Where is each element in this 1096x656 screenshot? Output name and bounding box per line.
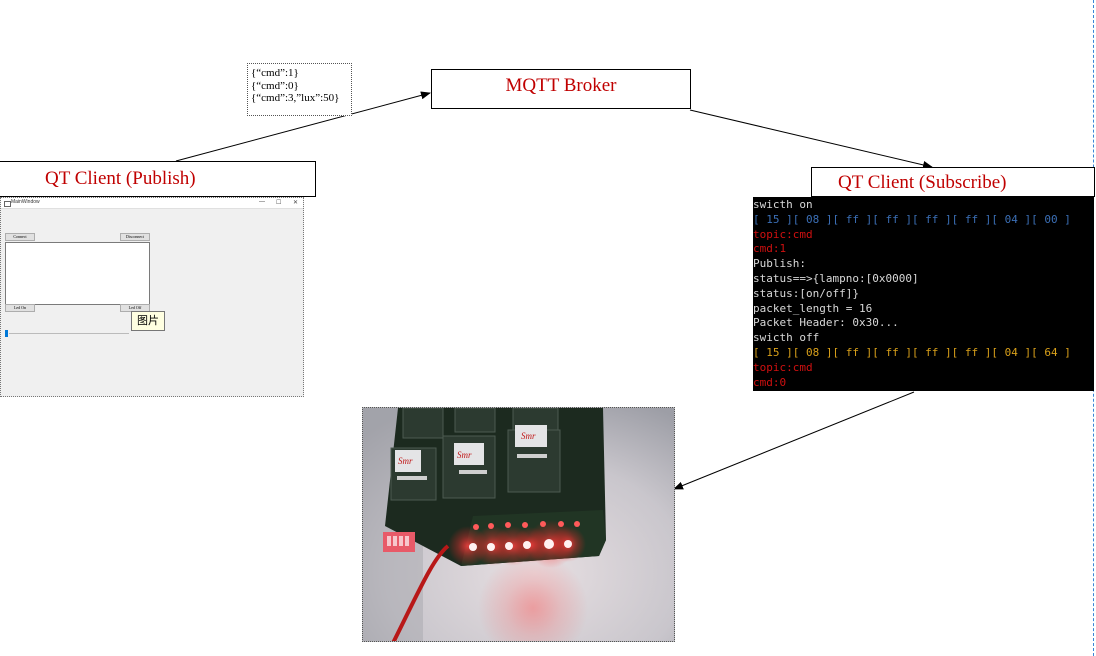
terminal-line: topic:cmd <box>753 227 813 241</box>
terminal-line: Packet Header: 0x30... <box>753 316 899 330</box>
terminal-line: packet_length = 16 <box>753 301 873 315</box>
subscriber-terminal: swicth on[ 15 ][ 08 ][ ff ][ ff ][ ff ][… <box>753 197 1094 391</box>
terminal-line: swicth on <box>753 198 813 211</box>
terminal-line: Publish: <box>753 257 806 271</box>
svg-text:Smr: Smr <box>457 450 472 460</box>
terminal-line: status:[on/off]} <box>753 286 859 300</box>
window-titlebar: MainWindow — ☐ ✕ <box>1 198 303 209</box>
message-log-textarea[interactable] <box>5 242 150 305</box>
qt-publisher-window: MainWindow — ☐ ✕ Connect Disconnect Led … <box>0 197 304 397</box>
terminal-line: swicth off <box>753 331 820 345</box>
mqtt-broker-box: MQTT Broker <box>431 69 691 109</box>
window-title: MainWindow <box>11 199 40 205</box>
arrow-broker-to-subscriber <box>689 109 933 169</box>
terminal-line: cmd:0 <box>753 375 787 389</box>
terminal-line: [ 15 ][ 08 ][ ff ][ ff ][ ff ][ ff ][ 04… <box>753 345 1071 359</box>
message-cmd-3-lux: {“cmd”:3,”lux”:50} <box>251 92 340 104</box>
terminal-line: topic:cmd <box>753 360 813 374</box>
subscriber-box: QT Client (Subscribe) <box>811 167 1095 197</box>
led-on-button[interactable]: Led On <box>5 304 35 312</box>
brightness-slider-handle[interactable] <box>5 330 8 337</box>
led-board-illustration: Smr Smr Smr <box>363 408 674 641</box>
maximize-icon[interactable]: ☐ <box>276 200 282 206</box>
disconnect-button[interactable]: Disconnect <box>120 233 150 241</box>
svg-text:Smr: Smr <box>398 456 413 466</box>
message-cmd-1: {“cmd”:1} <box>251 67 299 79</box>
image-tooltip: 图片 <box>131 311 165 331</box>
terminal-line: status==>{lampno:[0x0000] <box>753 271 919 285</box>
brightness-slider-track[interactable] <box>9 333 129 334</box>
minimize-icon[interactable]: — <box>259 199 265 205</box>
app-window-icon <box>4 201 11 207</box>
terminal-line: cmd:1 <box>753 242 787 256</box>
connect-button[interactable]: Connect <box>5 233 35 241</box>
close-icon[interactable]: ✕ <box>293 200 299 206</box>
mqtt-message-note: {“cmd”:1} {“cmd”:0} {“cmd”:3,”lux”:50} <box>247 63 352 116</box>
subscriber-label: QT Client (Subscribe) <box>838 172 1007 193</box>
terminal-line: [ 15 ][ 08 ][ ff ][ ff ][ ff ][ ff ][ 04… <box>753 212 1071 226</box>
publisher-label: QT Client (Publish) <box>45 168 196 189</box>
arrow-subscriber-to-board <box>673 391 915 490</box>
mqtt-broker-label: MQTT Broker <box>505 75 617 96</box>
svg-text:Smr: Smr <box>521 431 536 441</box>
publisher-box: QT Client (Publish) <box>0 161 316 197</box>
message-cmd-0: {“cmd”:0} <box>251 79 299 92</box>
led-board-photo: Smr Smr Smr <box>362 407 675 642</box>
